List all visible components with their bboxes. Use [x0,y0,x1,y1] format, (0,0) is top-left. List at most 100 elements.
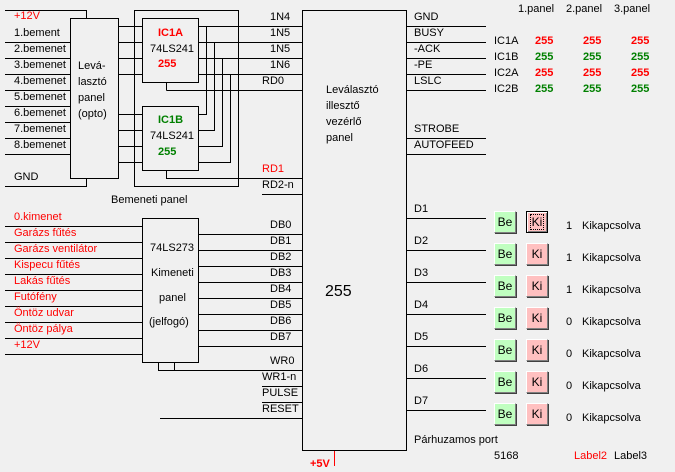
output-value-d5: 0 [566,348,573,360]
status-header-1: 1.panel [518,3,555,15]
input-label-6: 6.bemenet [14,107,66,119]
bus-pin-rd0: RD0 [262,75,285,87]
output-status-d3: Kikapcsolva [582,284,641,296]
output-pin-d7: D7 [414,395,429,407]
input-gnd-label: GND [14,171,39,183]
central-line-4: panel [326,132,353,144]
input-label-8: 8.bemenet [14,139,66,151]
input-supply-label: +12V [14,10,40,22]
data-bus-db7: DB7 [270,331,292,343]
control-pin-pulse: PULSE [262,387,299,399]
on-button-d3[interactable]: Be [494,275,516,297]
opto-panel-line-2: lasztó [78,76,107,88]
ic1b-chip: 74LS241 [150,130,195,142]
data-bus-db3: DB3 [270,267,292,279]
output-label-4: Lakás fűtés [14,275,71,287]
opto-panel-line-4: (opto) [78,108,107,120]
output-value-d7: 0 [566,412,573,424]
off-button-d5[interactable]: Ki [526,339,548,361]
off-button-d2[interactable]: Ki [526,243,548,265]
output-panel-line-2: Kimeneti [151,267,194,279]
input-label-2: 2.bemenet [14,43,66,55]
output-pin-d3: D3 [414,267,429,279]
status-cell: 255 [535,67,554,79]
control-pin-wr1: WR1-n [262,371,297,383]
right-pin-lslc: LSLC [414,75,442,87]
output-value-d1: 1 [566,220,573,232]
status-row-label: IC1B [494,51,519,63]
on-button-d1[interactable]: Be [494,211,516,233]
off-button-d3[interactable]: Ki [526,275,548,297]
output-label-3: Kispecu fűtés [14,259,81,271]
status-row-label: IC2A [494,67,519,79]
central-line-3: vezérlő [326,116,362,128]
input-label-4: 4.bemenet [14,75,66,87]
central-value: 255 [325,283,352,300]
off-button-d4[interactable]: Ki [526,307,548,329]
off-button-d7[interactable]: Ki [526,403,548,425]
on-button-d5[interactable]: Be [494,339,516,361]
label3: Label3 [614,450,648,462]
output-pin-d4: D4 [414,299,429,311]
status-row-label: IC2B [494,83,519,95]
status-cell: 255 [535,51,554,63]
status-cell: 255 [631,67,650,79]
data-bus-db6: DB6 [270,315,292,327]
output-status-d2: Kikapcsolva [582,252,641,264]
opto-panel-line-3: panel [78,92,105,104]
off-button-d6[interactable]: Ki [526,371,548,393]
output-pin-d1: D1 [414,203,429,215]
status-cell: 255 [631,35,650,47]
output-label-supply: +12V [14,339,40,351]
output-panel-line-3: panel [159,292,186,304]
right-pin-strobe: STROBE [414,123,460,135]
status-cell: 255 [583,35,602,47]
output-label-0: 0.kimenet [14,211,62,223]
bus-pin-rd2: RD2-n [262,179,294,191]
right-pin-pe: -PE [414,59,433,71]
on-button-d4[interactable]: Be [494,307,516,329]
input-label-7: 7.bemenet [14,123,66,135]
on-button-d6[interactable]: Be [494,371,516,393]
output-label-5: Futófény [14,291,57,303]
output-pin-d5: D5 [414,331,429,343]
right-pin-busy: BUSY [414,27,444,39]
status-cell: 255 [583,51,602,63]
output-panel-line-4: (jelfogó) [149,316,189,328]
output-pin-d6: D6 [414,363,429,375]
status-cell: 255 [535,35,554,47]
status-row-label: IC1A [494,35,519,47]
data-bus-db1: DB1 [270,235,292,247]
port-label: Párhuzamos port [414,434,498,446]
input-label-5: 5.bemenet [14,91,66,103]
bus-pin-rd1: RD1 [262,163,285,175]
off-button-d1[interactable]: Ki [526,211,548,233]
port-value: 5168 [494,450,519,462]
right-pin-gnd: GND [414,11,439,23]
output-status-d7: Kikapcsolva [582,412,641,424]
central-line-1: Leválasztó [326,84,379,96]
ic1b-value: 255 [158,146,177,158]
data-bus-db0: DB0 [270,219,292,231]
output-value-d2: 1 [566,252,573,264]
input-panel-label: Bemeneti panel [111,194,188,206]
bus-pin-4: 1N6 [270,59,291,71]
ic1a-value: 255 [158,58,177,70]
output-value-d6: 0 [566,380,573,392]
control-pin-wr0: WR0 [270,355,295,367]
bus-pin-2: 1N5 [270,27,291,39]
status-cell: 255 [583,83,602,95]
ic1a-chip: 74LS241 [150,43,195,55]
status-cell: 255 [631,83,650,95]
data-bus-db5: DB5 [270,299,292,311]
output-panel-chip: 74LS273 [150,242,195,254]
input-label-1: 1.bement [14,27,60,39]
output-status-d1: Kikapcsolva [582,220,641,232]
on-button-d2[interactable]: Be [494,243,516,265]
output-status-d5: Kikapcsolva [582,348,641,360]
on-button-d7[interactable]: Be [494,403,516,425]
output-value-d4: 0 [566,316,573,328]
output-status-d4: Kikapcsolva [582,316,641,328]
right-pin-ack: -ACK [414,43,441,55]
control-pin-reset: RESET [262,403,299,415]
